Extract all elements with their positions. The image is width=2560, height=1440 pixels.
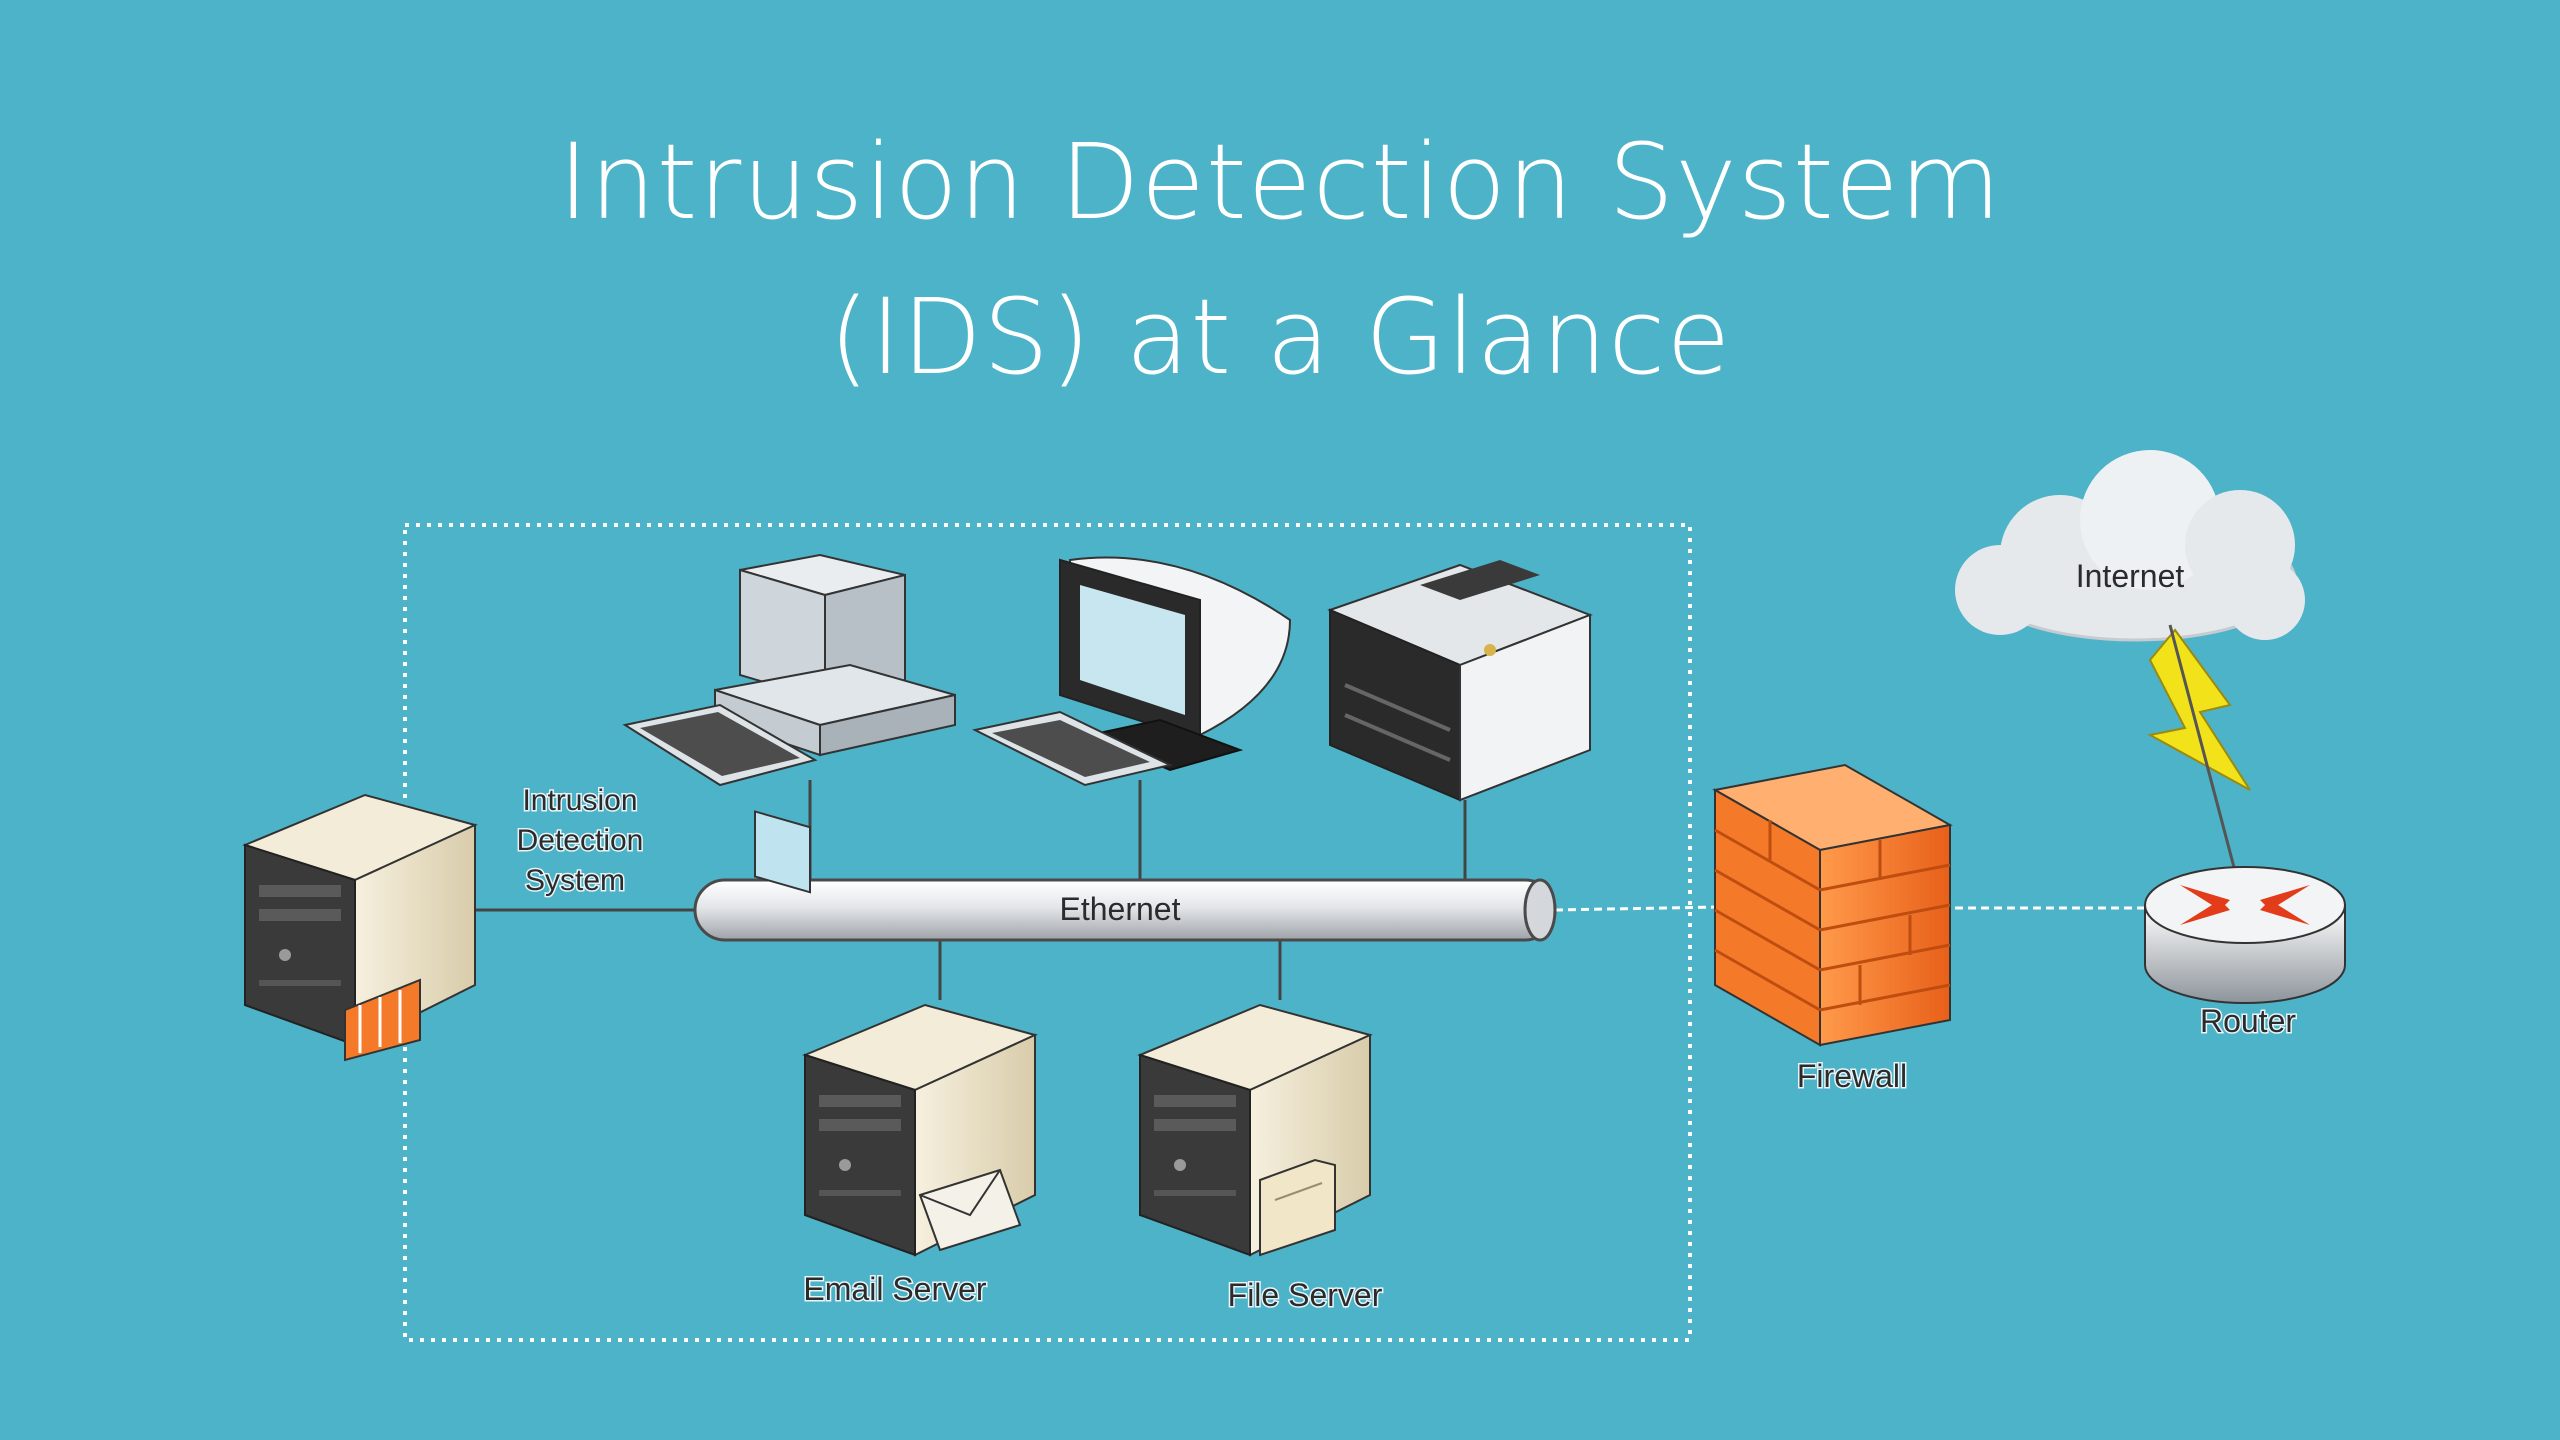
bus-firewall-link xyxy=(1554,903,1831,912)
ids-server xyxy=(244,794,476,1062)
ids-label-line-2: Detection xyxy=(517,824,644,857)
internet-cloud xyxy=(1955,450,2305,642)
internet-label: Internet xyxy=(2076,558,2185,594)
printer xyxy=(1327,560,1593,802)
title-line-1: Intrusion Detection System xyxy=(558,121,2002,243)
ids-label-line-3: System xyxy=(525,864,625,897)
ids-label-line-1: Intrusion xyxy=(522,784,637,817)
workstation xyxy=(971,556,1292,787)
title-line-2: (IDS) at a Glance xyxy=(828,276,1732,398)
internet-router-link xyxy=(2168,624,2242,891)
ethernet-label: Ethernet xyxy=(1060,891,1181,927)
file-server xyxy=(1139,1004,1371,1257)
desktop-pc xyxy=(622,553,956,894)
firewall xyxy=(1712,763,1953,1047)
file-server-label: File Server xyxy=(1228,1277,1383,1313)
firewall-label: Firewall xyxy=(1797,1058,1907,1094)
email-server xyxy=(804,1004,1036,1256)
slide-title: Intrusion Detection System (IDS) at a Gl… xyxy=(0,105,2560,415)
ethernet-bus xyxy=(693,878,1557,942)
lan-boundary xyxy=(403,523,1692,1342)
lightning-bolt xyxy=(2147,628,2251,791)
router xyxy=(2144,866,2346,1004)
router-label: Router xyxy=(2200,1003,2296,1039)
email-server-label: Email Server xyxy=(803,1271,987,1307)
